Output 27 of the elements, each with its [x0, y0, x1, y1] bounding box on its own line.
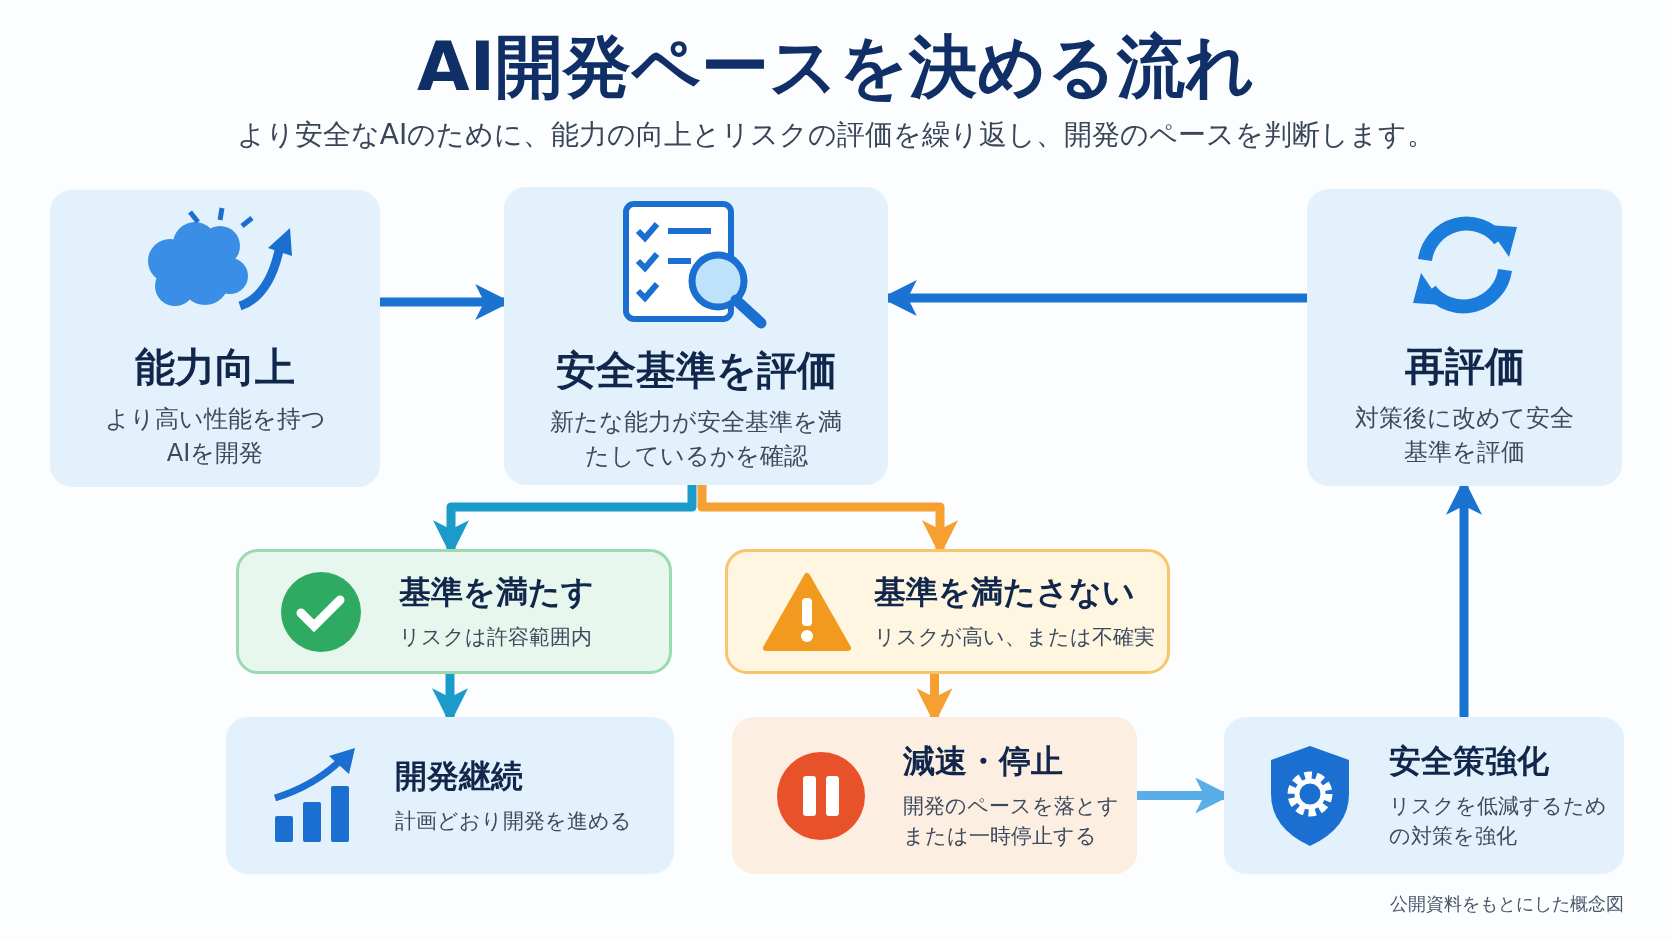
- card-heading: 能力向上: [135, 343, 295, 393]
- title: AI開発ペースを決める流れ: [416, 26, 1256, 108]
- card-text: 新たな能力が安全基準を満たしているかを確認: [549, 406, 843, 472]
- card-heading: 基準を満たさない: [874, 571, 1136, 613]
- step-card: [725, 549, 1170, 674]
- card-heading: 減速・停止: [903, 741, 1064, 783]
- card-heading: 開発継続: [395, 755, 524, 797]
- card-heading: 安全策強化: [1389, 741, 1550, 783]
- step-card: [732, 717, 1137, 874]
- step-card: [226, 717, 674, 874]
- subtitle: より安全なAIのために、能力の向上とリスクの評価を繰り返し、開発のペースを判断します。: [235, 117, 1437, 153]
- card-heading: 再評価: [1404, 342, 1525, 392]
- card-text: 計画どおり開発を進める: [395, 807, 633, 835]
- card-text: リスクは許容範囲内: [399, 623, 593, 651]
- caption: 公開資料をもとにした概念図: [1390, 892, 1624, 916]
- card-text: 開発のペースを落とすまたは一時停止する: [903, 793, 1120, 850]
- card-heading: 安全基準を評価: [555, 345, 837, 395]
- card-text: リスクが高い、または不確実: [874, 623, 1156, 651]
- card-text: 対策後に改めて安全基準を評価: [1354, 403, 1575, 468]
- card-text: より高い性能を持つAIを開発: [103, 404, 327, 469]
- card-heading: 基準を満たす: [399, 571, 595, 613]
- card-text: リスクを低減するための対策を強化: [1389, 793, 1608, 850]
- step-card: [236, 549, 672, 674]
- step-card: [1224, 717, 1624, 874]
- step-card: [1307, 189, 1622, 486]
- step-card: [504, 187, 888, 485]
- step-card: [50, 190, 380, 487]
